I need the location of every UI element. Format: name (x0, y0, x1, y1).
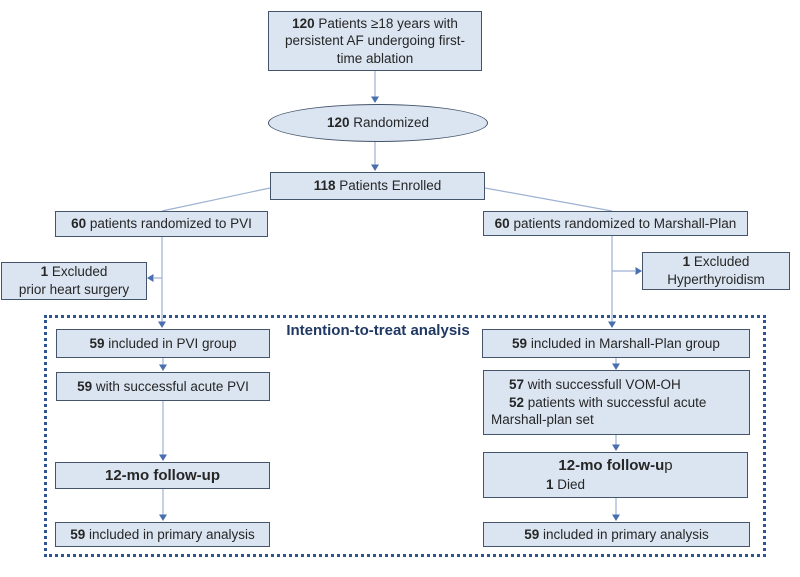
itt-analysis-container (44, 315, 766, 557)
arrowhead-randomized (371, 96, 379, 103)
marshall-excluded-reason: Hyperthyroidism (667, 272, 765, 287)
box-marshall-primary: 59 included in primary analysis (483, 522, 750, 547)
pvi-excluded-reason: prior heart surgery (18, 282, 130, 297)
marshall-arm-text: 60 patients randomized to Marshall-Plan (494, 215, 737, 231)
box-pvi-primary: 59 included in primary analysis (55, 522, 270, 547)
marshall-acute-line2: 52 patients with successful acute Marsha… (491, 394, 707, 428)
box-marshall-acute: 57 with successfull VOM-OH 52 patients w… (483, 370, 750, 435)
randomized-text: 120 Randomized (326, 115, 430, 131)
box-pvi-acute: 59 with successful acute PVI (56, 372, 270, 401)
pvi-excluded-line1: 1 Excluded (40, 264, 108, 280)
connector-enrolled-marshall-arm (484, 187, 613, 212)
box-pvi-itt: 59 included in PVI group (56, 329, 270, 358)
box-marshall-arm: 60 patients randomized to Marshall-Plan (483, 211, 748, 236)
arrowhead-enrolled (371, 164, 379, 171)
marshall-followup-text: 12-mo follow-up (558, 457, 673, 475)
box-marshall-itt: 59 included in Marshall-Plan group (482, 329, 750, 358)
marshall-primary-text: 59 included in primary analysis (524, 526, 709, 542)
ellipse-randomized: 120 Randomized (268, 104, 488, 142)
arrowhead-pvi-excluded (147, 274, 154, 282)
marshall-itt-text: 59 included in Marshall-Plan group (512, 335, 720, 351)
screening-text: 120 Patients ≥18 years with persistent A… (284, 15, 466, 66)
box-enrolled: 118 Patients Enrolled (270, 172, 485, 200)
marshall-acute-line1: 57 with successfull VOM-OH (509, 377, 681, 393)
connector-enrolled-pvi-arm (161, 187, 271, 212)
box-pvi-excluded: 1 Excluded prior heart surgery (1, 262, 147, 300)
itt-analysis-title: Intention-to-treat analysis (286, 322, 470, 339)
box-pvi-arm: 60 patients randomized to PVI (55, 211, 268, 237)
box-marshall-followup: 12-mo follow-up 1 Died (483, 452, 748, 498)
box-marshall-excluded: 1 Excluded Hyperthyroidism (642, 252, 790, 290)
pvi-arm-text: 60 patients randomized to PVI (71, 216, 252, 232)
pvi-primary-text: 59 included in primary analysis (70, 526, 255, 542)
box-pvi-followup: 12-mo follow-up (55, 462, 270, 489)
box-screening: 120 Patients ≥18 years with persistent A… (268, 11, 482, 71)
pvi-itt-text: 59 included in PVI group (89, 335, 237, 351)
marshall-excluded-line1: 1 Excluded (682, 254, 750, 270)
enrolled-text: 118 Patients Enrolled (313, 178, 442, 194)
marshall-followup-died: 1 Died (546, 476, 586, 492)
pvi-followup-text: 12-mo follow-up (105, 466, 220, 484)
pvi-acute-text: 59 with successful acute PVI (77, 378, 249, 394)
